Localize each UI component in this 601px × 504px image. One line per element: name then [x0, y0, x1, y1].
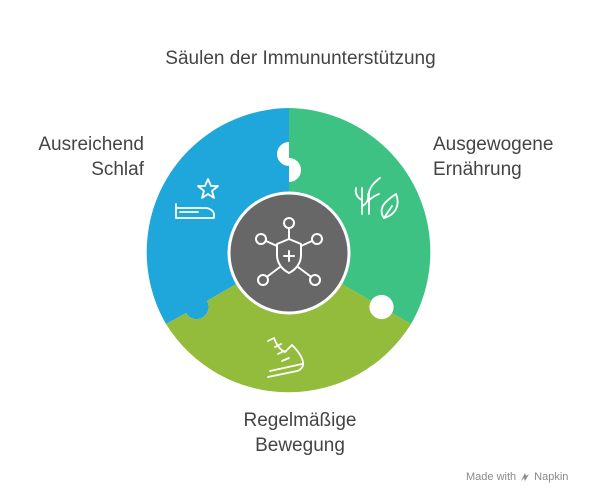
label-sleep-line-2: Schlaf — [91, 159, 144, 180]
label-nutrition-line-2: Ernährung — [433, 159, 522, 180]
made-with-credit: Made with Napkin — [466, 471, 568, 483]
label-exercise-line-1: Regelmäßige — [243, 410, 357, 431]
shield-network-icon — [255, 217, 323, 286]
label-exercise-line-2: Bewegung — [255, 435, 345, 456]
label-nutrition: Ausgewogene Ernährung — [433, 132, 593, 182]
segment-exercise — [166, 253, 411, 393]
label-nutrition-line-1: Ausgewogene — [433, 134, 554, 155]
label-sleep: Ausreichend Schlaf — [20, 132, 144, 182]
diagram-title: Säulen der Immununterstützung — [165, 48, 436, 69]
label-exercise: Regelmäßige Bewegung — [200, 408, 400, 458]
credit-prefix: Made with — [466, 471, 517, 483]
credit-brand: Napkin — [534, 471, 569, 483]
napkin-logo-icon — [521, 473, 530, 481]
label-sleep-line-1: Ausreichend — [38, 134, 144, 155]
bed-star-icon — [175, 178, 219, 219]
sneaker-icon — [267, 337, 305, 378]
plant-leaf-icon — [354, 177, 399, 219]
